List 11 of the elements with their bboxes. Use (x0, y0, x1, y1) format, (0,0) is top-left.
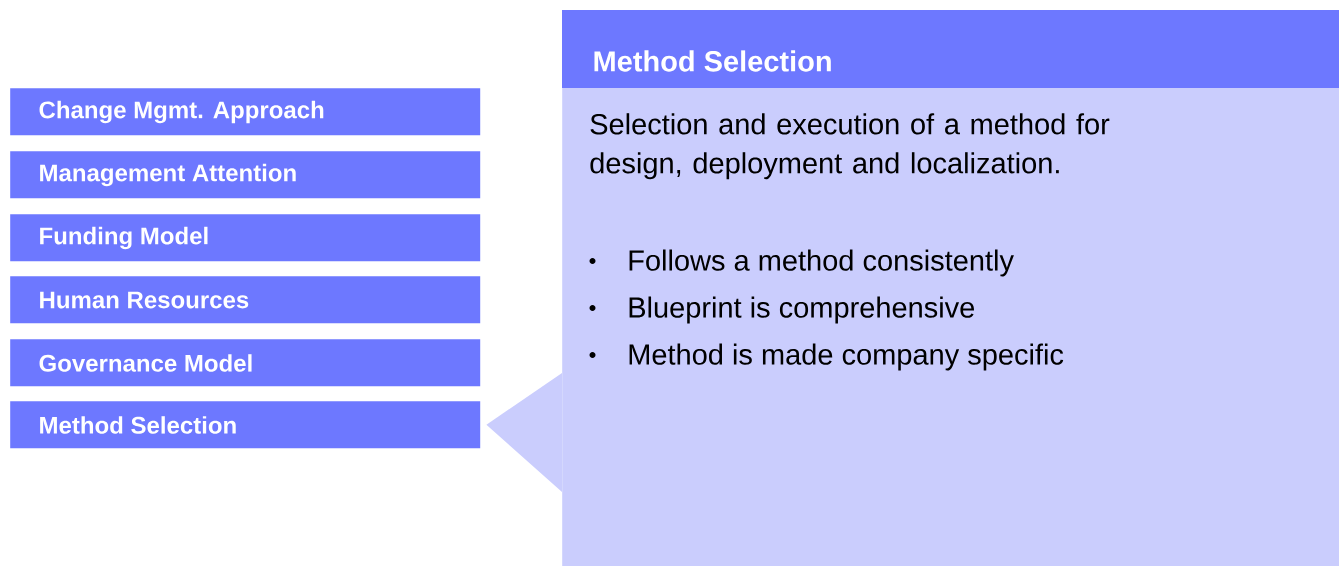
category-bar: Method Selection (10, 401, 481, 449)
category-bar: Human Resources (10, 276, 481, 324)
category-bar: Change Mgmt. Approach (10, 88, 481, 136)
category-bar: Funding Model (10, 214, 481, 262)
callout-pointer (486, 373, 562, 492)
bullet-item: Follows a method consistently (589, 249, 1014, 277)
category-bar: Management Attention (10, 151, 481, 199)
category-bar: Governance Model (10, 339, 481, 387)
bullet-item: Method is made company specific (589, 343, 1064, 371)
bullet-item: Blueprint is comprehensive (589, 296, 974, 324)
description-text: Selection and execution of a method for design, deployment and localization. (590, 113, 1110, 180)
